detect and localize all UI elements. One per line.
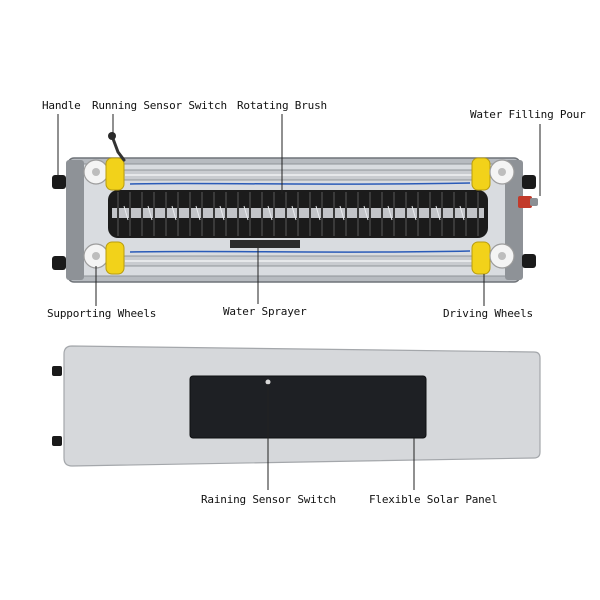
label-supporting-wheels: Supporting Wheels — [47, 307, 157, 320]
sensor-icon — [108, 132, 126, 162]
label-handle: Handle — [42, 99, 81, 112]
label-flexible-solar-panel: Flexible Solar Panel — [369, 493, 498, 506]
rain-sensor-dot — [265, 379, 271, 385]
wheel-icon — [83, 157, 515, 275]
water-sprayer-graphic — [230, 240, 300, 248]
leader-lines — [57, 114, 541, 490]
label-water-sprayer: Water Sprayer — [223, 305, 307, 318]
label-water-filling-pour: Water Filling Pour — [470, 108, 586, 121]
label-running-sensor-switch: Running Sensor Switch — [92, 99, 227, 112]
solar-panel-icon — [52, 345, 541, 467]
rotating-brush-graphic — [108, 190, 488, 238]
water-filling-pour-graphic — [518, 196, 538, 208]
cleaning-robot-top-view — [52, 132, 538, 283]
label-rotating-brush: Rotating Brush — [237, 99, 327, 112]
handle-icon — [52, 175, 536, 270]
label-driving-wheels: Driving Wheels — [443, 307, 533, 320]
label-raining-sensor-switch: Raining Sensor Switch — [201, 493, 336, 506]
solar-cell — [189, 375, 427, 439]
